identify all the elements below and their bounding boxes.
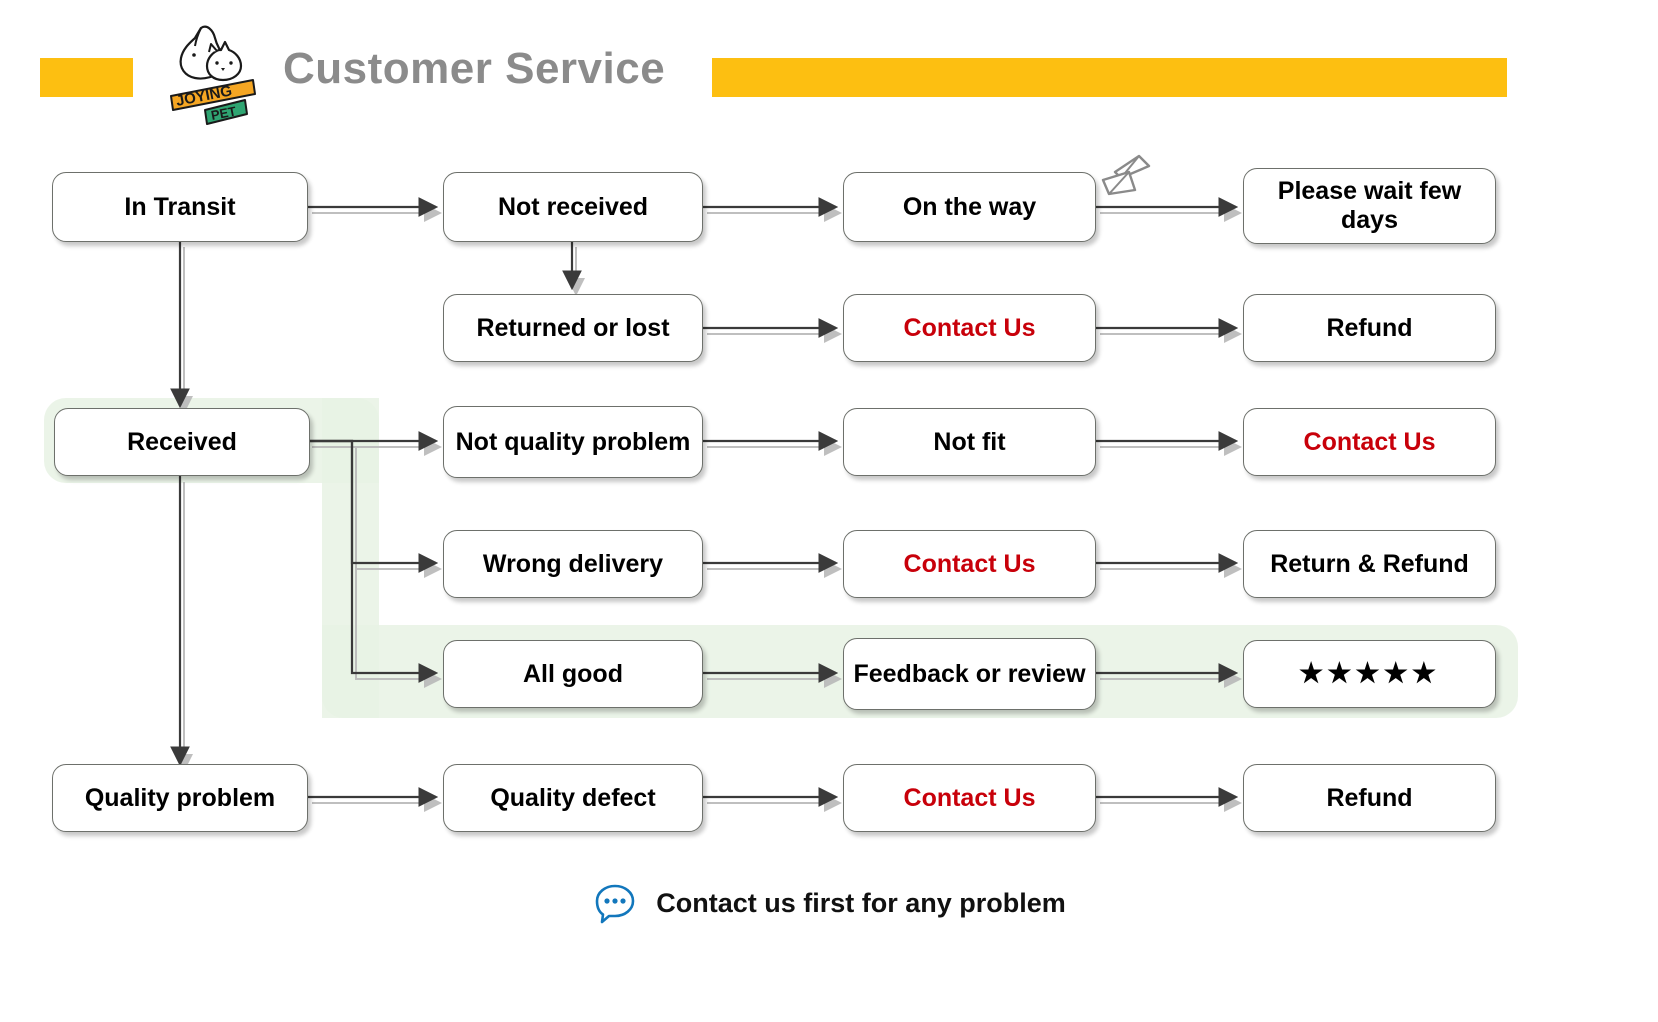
node-all-good[interactable]: All good — [443, 640, 703, 708]
node-feedback-or-review[interactable]: Feedback or review — [843, 638, 1096, 710]
footer-note: Contact us first for any problem — [0, 868, 1658, 938]
node-quality-defect[interactable]: Quality defect — [443, 764, 703, 832]
node-five-stars[interactable]: ★★★★★ — [1243, 640, 1496, 708]
node-contact-us-returned[interactable]: Contact Us — [843, 294, 1096, 362]
accent-bar-left — [40, 58, 133, 97]
node-returned-or-lost[interactable]: Returned or lost — [443, 294, 703, 362]
paper-plane-icon — [1101, 154, 1151, 196]
page-title: Customer Service — [283, 44, 666, 93]
node-quality-problem[interactable]: Quality problem — [52, 764, 308, 832]
chat-bubble-icon — [595, 884, 635, 924]
node-on-the-way[interactable]: On the way — [843, 172, 1096, 242]
node-please-wait-few-days[interactable]: Please wait few days — [1243, 168, 1496, 244]
node-not-received[interactable]: Not received — [443, 172, 703, 242]
node-wrong-delivery[interactable]: Wrong delivery — [443, 530, 703, 598]
node-refund-returned[interactable]: Refund — [1243, 294, 1496, 362]
node-refund-quality[interactable]: Refund — [1243, 764, 1496, 832]
node-return-and-refund[interactable]: Return & Refund — [1243, 530, 1496, 598]
page-header: JOYING PET Customer Service — [0, 0, 1658, 150]
node-in-transit[interactable]: In Transit — [52, 172, 308, 242]
footer-text: Contact us first for any problem — [656, 887, 1066, 918]
node-contact-us-wrong-delivery[interactable]: Contact Us — [843, 530, 1096, 598]
node-not-quality-problem[interactable]: Not quality problem — [443, 406, 703, 478]
node-not-fit[interactable]: Not fit — [843, 408, 1096, 476]
logo-word-pet: PET — [210, 103, 238, 123]
joying-pet-logo: JOYING PET — [170, 25, 256, 125]
node-contact-us-not-fit[interactable]: Contact Us — [1243, 408, 1496, 476]
node-received[interactable]: Received — [54, 408, 310, 476]
accent-bar-right — [712, 58, 1507, 97]
node-contact-us-quality-defect[interactable]: Contact Us — [843, 764, 1096, 832]
